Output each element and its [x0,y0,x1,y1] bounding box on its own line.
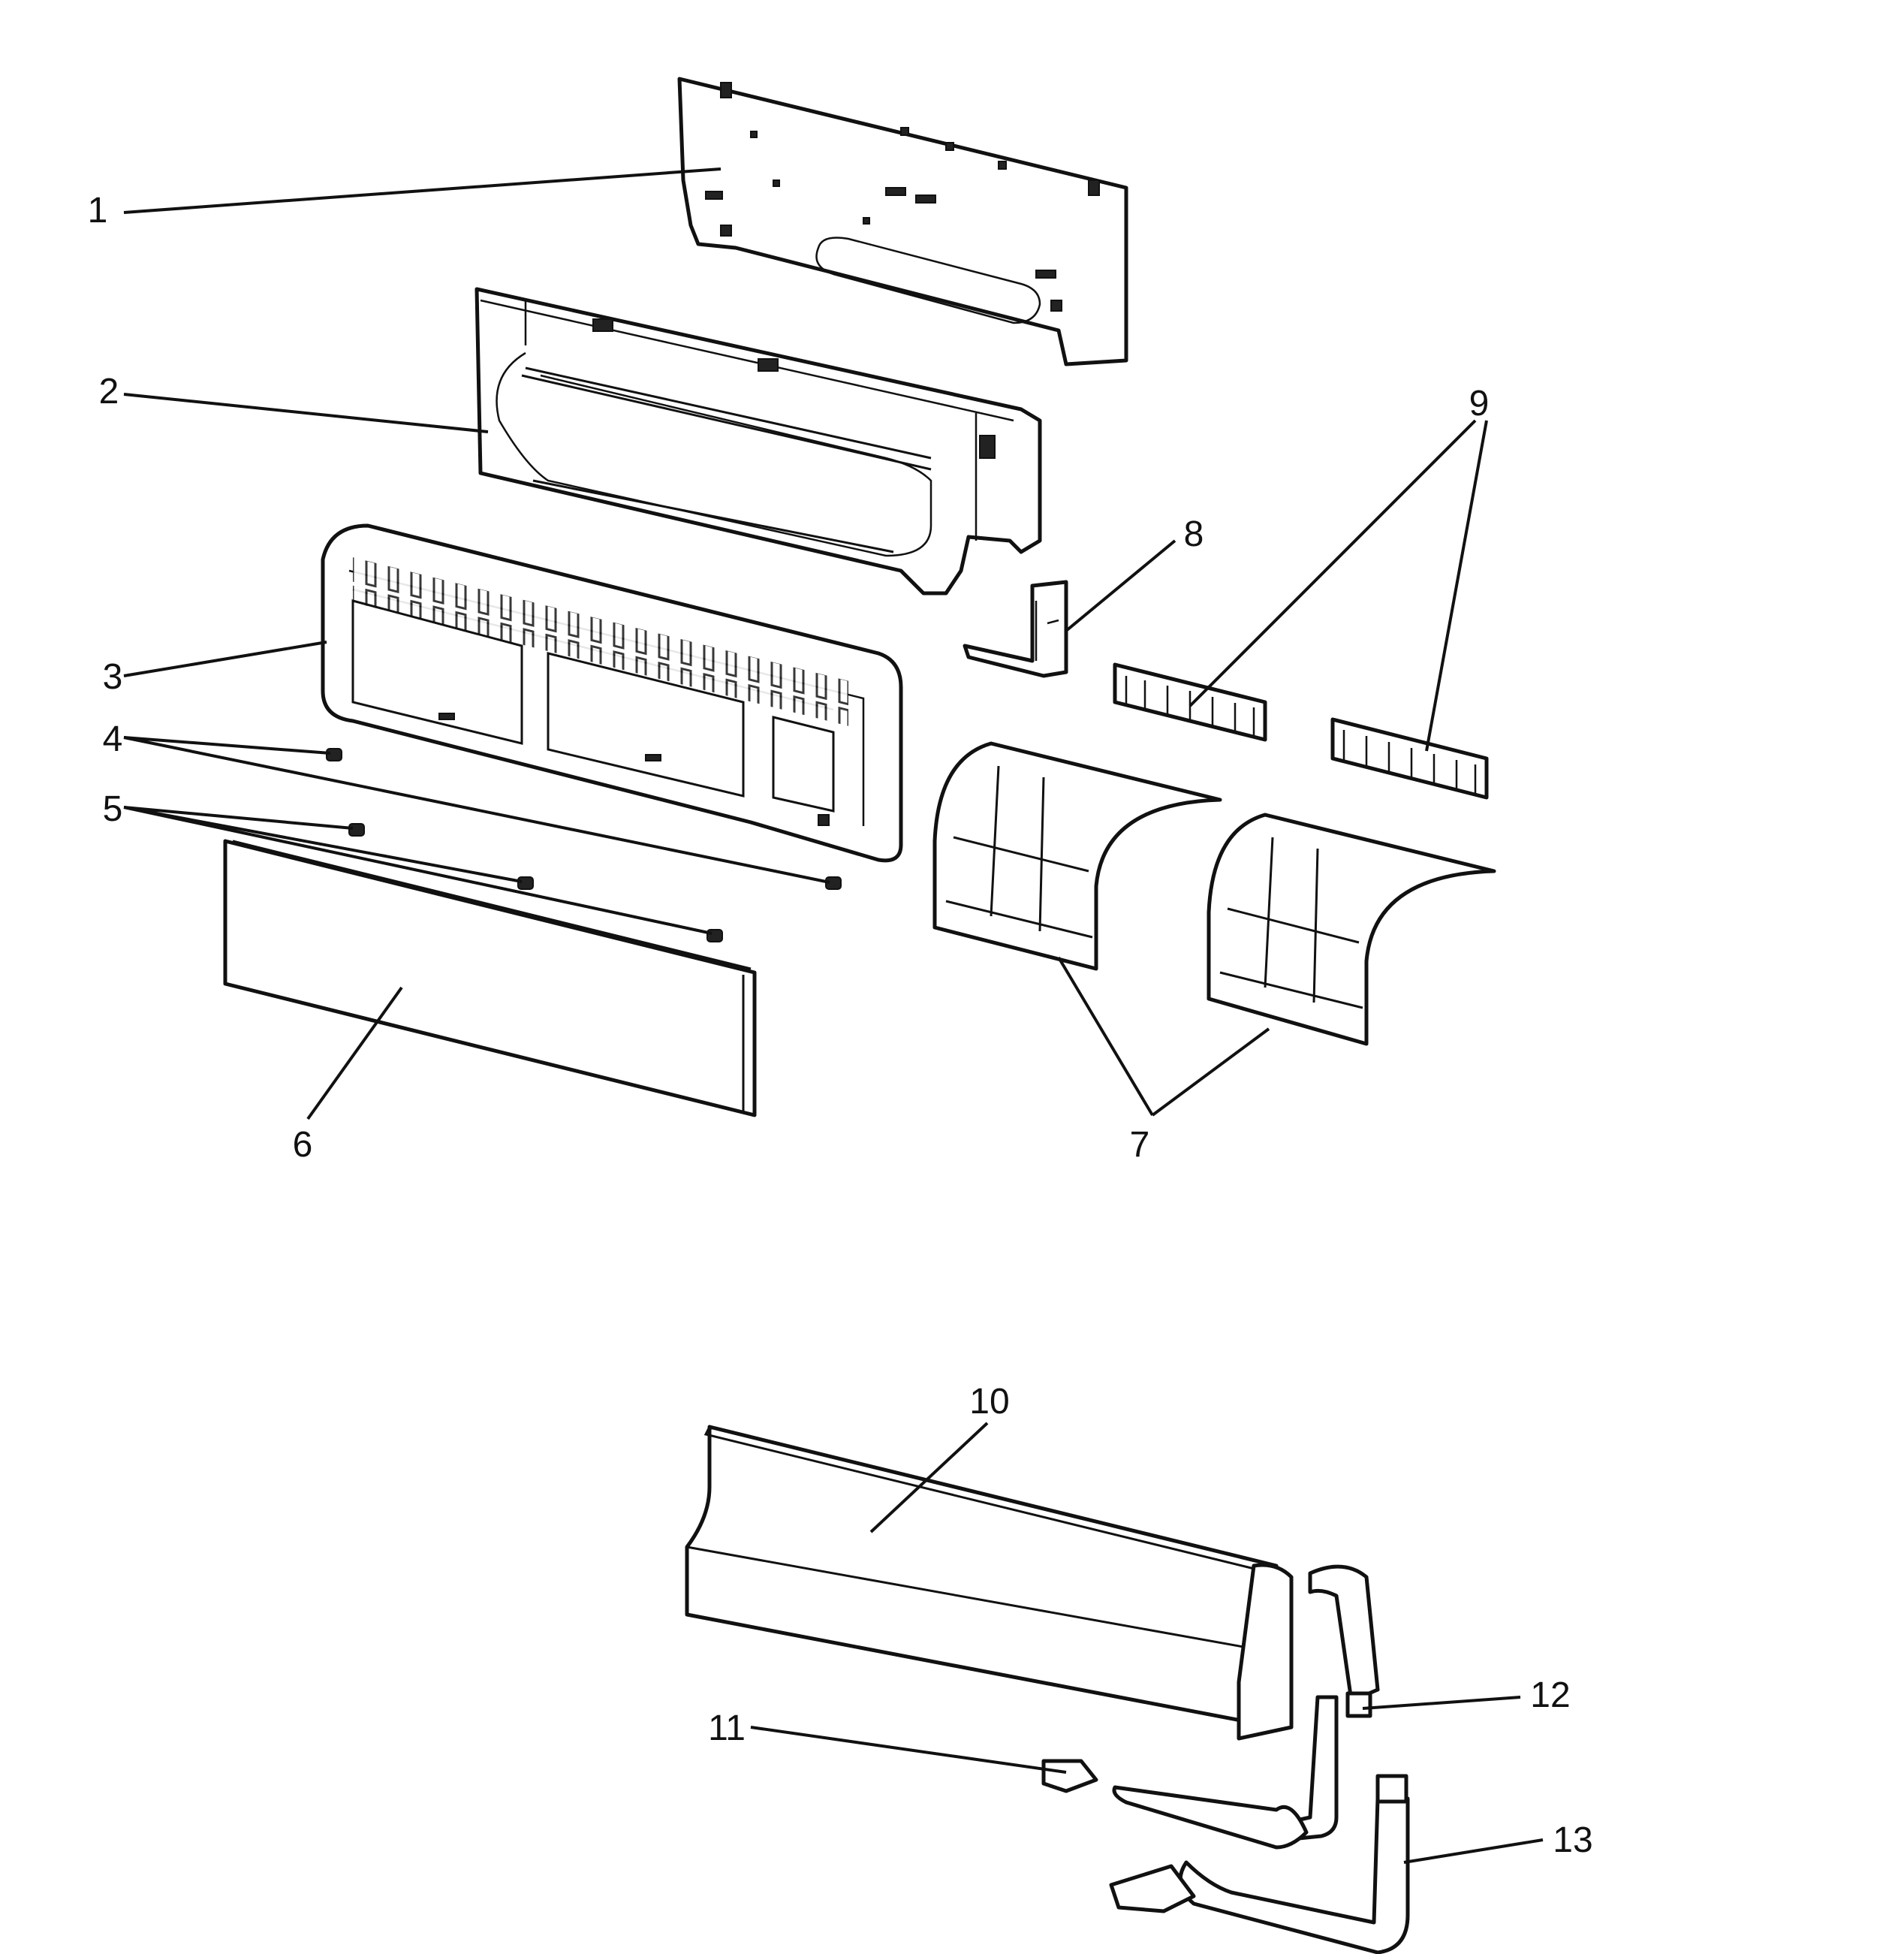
front-panel [321,523,903,863]
callout-labels: 1 2 3 4 5 6 7 8 9 10 11 12 13 [88,191,1593,1860]
evaporator-coil [685,1425,1294,1741]
callout-1: 1 [88,191,108,231]
callout-7: 7 [1130,1125,1150,1165]
callout-8: 8 [1184,514,1204,554]
callout-5: 5 [103,789,123,829]
callout-2: 2 [99,372,119,412]
leader-lines [123,167,1544,1864]
callout-3: 3 [103,657,123,697]
callout-4: 4 [103,719,123,759]
front-cover-panel [223,839,757,1117]
air-filter-left [932,741,1222,971]
screws-4 [326,748,842,890]
air-louver-left [1113,662,1267,742]
mounting-plate [677,77,1128,366]
chassis-fan-assembly [474,287,1042,596]
air-filter-right [1207,813,1496,1046]
callout-12: 12 [1530,1675,1570,1715]
side-bracket [963,580,1068,678]
refrigerant-piping [1041,1564,1410,1954]
callout-13: 13 [1553,1820,1592,1860]
callout-9: 9 [1469,384,1490,424]
callout-6: 6 [293,1125,313,1165]
callout-11: 11 [708,1708,746,1748]
air-louver-right [1330,717,1489,800]
callout-10: 10 [969,1382,1009,1422]
